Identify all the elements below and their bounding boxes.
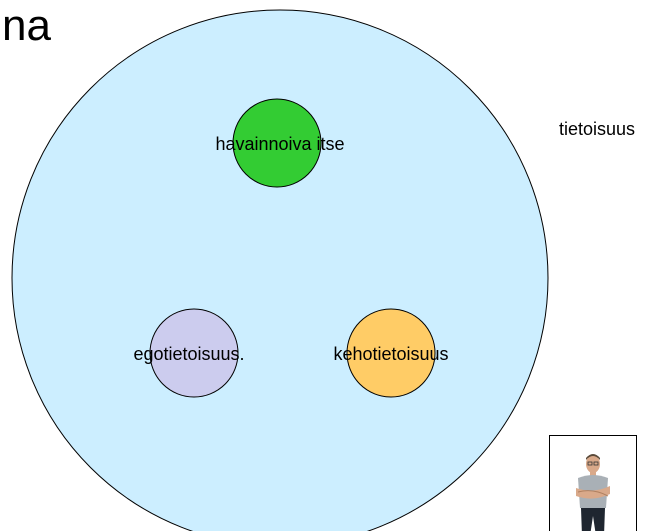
person-hair (586, 454, 600, 460)
slide-title: na (2, 1, 51, 50)
person-trousers (581, 508, 605, 531)
person-arms-fold (577, 490, 609, 497)
node-label-kehotietoisuus: kehotietoisuus (333, 344, 448, 364)
person-glasses-right (593, 461, 599, 466)
person-head (586, 455, 600, 473)
node-label-egotietoisuus: egotietoisuus. (133, 344, 244, 364)
node-circle-havainnoiva-itse (232, 98, 322, 188)
person-neck (590, 472, 596, 476)
person-photo (549, 435, 637, 531)
person-glasses-left (587, 461, 593, 466)
person-arms (576, 486, 610, 499)
person-figure (576, 454, 610, 531)
node-label-havainnoiva-itse: havainnoiva itse (215, 134, 344, 154)
node-circle-kehotietoisuus (346, 308, 436, 398)
outer-awareness-circle (11, 9, 549, 531)
node-circle-egotietoisuus (149, 308, 239, 398)
outer-circle-label: tietoisuus (559, 119, 635, 139)
